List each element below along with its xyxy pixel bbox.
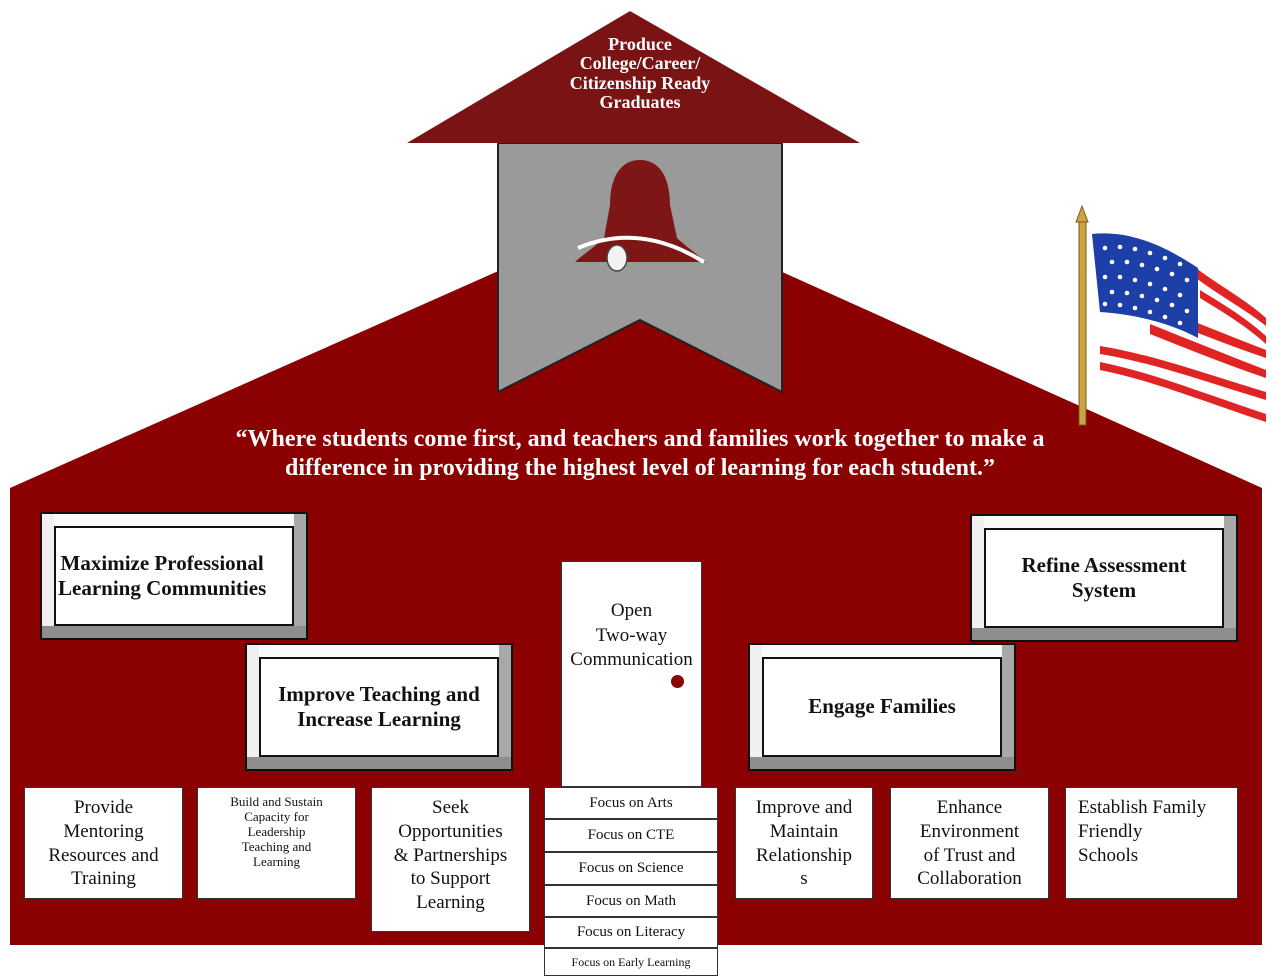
action-line: Training [71,868,136,890]
goal-label: Learning Communities [58,576,267,600]
action-capacity: Build and Sustain Capacity for Leadershi… [197,787,356,899]
action-friendly-schools: Establish Family Friendly Schools [1065,787,1238,899]
focus-step: Focus on Early Learning [544,948,718,976]
arrow-title: Produce College/Career/ Citizenship Read… [540,34,740,113]
action-line: & Partnerships [393,844,508,866]
bell-icon [575,160,706,272]
action-mentoring: Provide Mentoring Resources and Training [24,787,183,899]
action-line: Friendly [1078,820,1143,842]
action-line: Mentoring [63,820,144,842]
door-knob [671,675,684,688]
action-line: to Support [410,868,491,890]
action-line: Maintain [769,820,839,842]
goal-professional-learning: Maximize Professional Learning Communiti… [40,512,308,640]
goal-label: System [1071,578,1137,602]
action-line: Seek [432,797,469,818]
goal-improve-teaching: Improve Teaching and Increase Learning [245,643,513,771]
action-line: Resources and [48,844,159,866]
arrow-title-line: Graduates [599,92,681,113]
door-label: Communication [570,649,693,671]
action-trust: Enhance Environment of Trust and Collabo… [890,787,1049,899]
goal-refine-assessment: Refine Assessment System [970,514,1238,642]
focus-step: Focus on Science [544,852,718,885]
focus-step-label: Focus on Science [578,860,684,876]
arrow-head [407,11,860,143]
action-line: Provide [73,797,134,818]
action-line: Opportunities [398,820,503,842]
door-label: Two-way [595,624,668,646]
action-line: Schools [1078,844,1139,866]
focus-step: Focus on Arts [544,787,718,819]
american-flag-icon [1075,204,1266,430]
door: Open Two-way Communication [561,561,702,787]
focus-step-label: Focus on CTE [587,827,675,843]
action-line: s [800,868,808,890]
goal-label: Engage Families [808,694,956,719]
focus-step: Focus on CTE [544,819,718,852]
goal-label: Increase Learning [297,707,461,731]
arrow-title-line: College/Career/ [579,53,701,74]
arrow-title-line: Produce [608,34,672,54]
focus-step-label: Focus on Literacy [576,924,686,940]
focus-step: Focus on Math [544,885,718,917]
motto: “Where students come first, and teachers… [100,425,1180,483]
action-line: Collaboration [917,868,1022,890]
action-line: Learning [253,853,300,869]
action-line: Build and Sustain [230,794,323,809]
action-line: Establish Family [1078,797,1207,818]
goal-label: Improve Teaching and [278,681,480,706]
motto-line: “Where students come first, and teachers… [235,426,1045,452]
focus-step: Focus on Literacy [544,917,718,948]
action-line: Leadership [247,823,306,839]
focus-step-label: Focus on Arts [589,794,673,811]
action-line: of Trust and [923,844,1016,866]
action-line: Learning [416,892,485,913]
focus-step-label: Focus on Early Learning [571,954,691,969]
action-partnerships: Seek Opportunities & Partnerships to Sup… [371,787,530,932]
action-line: Teaching and [241,838,312,854]
door-label: Open [610,600,653,621]
goal-label: Refine Assessment [1021,552,1187,577]
action-relationships: Improve and Maintain Relationship s [735,787,873,899]
action-line: Capacity for [244,808,309,824]
action-line: Environment [919,820,1020,842]
action-line: Improve and [755,797,853,818]
arrow-title-line: Citizenship Ready [569,72,711,93]
goal-engage-families: Engage Families [748,643,1016,771]
action-line: Relationship [755,844,853,866]
goal-label: Maximize Professional [60,550,264,575]
action-line: Enhance [936,797,1003,818]
focus-step-label: Focus on Math [586,892,676,909]
motto-line: difference in providing the highest leve… [285,454,995,481]
